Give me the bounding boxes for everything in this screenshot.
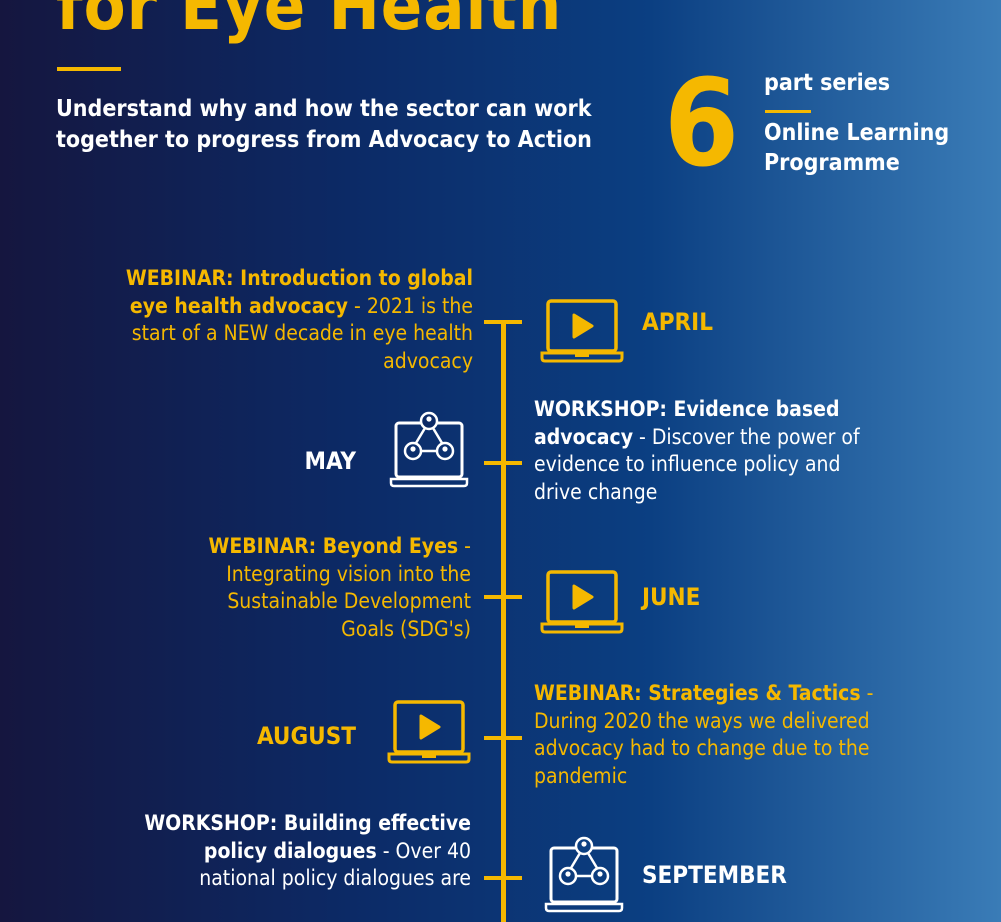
event-may-title: WORKSHOP: Evidence based advocacy xyxy=(534,397,840,449)
event-june-sep: - xyxy=(458,534,471,558)
subtitle: Understand why and how the sector can wo… xyxy=(56,96,592,153)
series-divider xyxy=(765,110,811,113)
event-september-sep: - xyxy=(376,838,396,863)
event-april-sep: - xyxy=(348,293,367,318)
month-september: SEPTEMBER xyxy=(642,861,787,889)
series-label: part series xyxy=(764,70,891,96)
event-may-text: WORKSHOP: Evidence based advocacy - Disc… xyxy=(534,396,874,506)
event-june-title: WEBINAR: Beyond Eyes xyxy=(208,534,459,558)
timeline-line xyxy=(501,322,506,922)
timeline-tick-may xyxy=(484,461,522,465)
event-june-text: WEBINAR: Beyond Eyes - Integrating visio… xyxy=(171,533,471,643)
timeline-tick-august xyxy=(484,736,522,740)
event-september-desc: Over 40 national policy dialogues are xyxy=(199,838,471,891)
timeline-tick-june xyxy=(484,595,522,599)
month-april: APRIL xyxy=(642,308,713,336)
event-may-sep: - xyxy=(633,424,652,449)
timeline-tick-september xyxy=(484,876,522,880)
programme-label: Online Learning Programme xyxy=(764,120,950,176)
event-september-text: WORKSHOP: Building effective policy dial… xyxy=(141,810,471,893)
event-april-desc: 2021 is the start of a NEW decade in eye… xyxy=(131,293,473,373)
month-june: JUNE xyxy=(642,583,701,611)
page-title: for Eye Health xyxy=(56,0,563,46)
laptop-network-icon xyxy=(544,834,624,918)
laptop-network-icon xyxy=(389,409,469,493)
event-august-text: WEBINAR: Strategies & Tactics - During 2… xyxy=(534,680,879,790)
event-september-title: WORKSHOP: Building effective policy dial… xyxy=(144,811,471,863)
event-april-text: WEBINAR: Introduction to global eye heal… xyxy=(113,265,473,375)
event-june-desc: Integrating vision into the Sustainable … xyxy=(226,561,471,641)
title-underline xyxy=(57,67,121,71)
event-april-title: WEBINAR: Introduction to global eye heal… xyxy=(125,266,473,318)
event-august-sep: - xyxy=(860,681,874,705)
timeline-tick-april xyxy=(484,320,522,324)
laptop-play-icon xyxy=(387,699,471,769)
laptop-play-icon xyxy=(540,298,624,368)
event-august-desc: During 2020 the ways we delivered advoca… xyxy=(534,708,870,788)
event-august-title: WEBINAR: Strategies & Tactics xyxy=(534,681,861,705)
month-may: MAY xyxy=(304,447,356,475)
event-may-desc: Discover the power of evidence to influe… xyxy=(534,424,860,504)
series-number: 6 xyxy=(664,55,740,194)
laptop-play-icon xyxy=(540,569,624,639)
month-august: AUGUST xyxy=(256,722,356,750)
